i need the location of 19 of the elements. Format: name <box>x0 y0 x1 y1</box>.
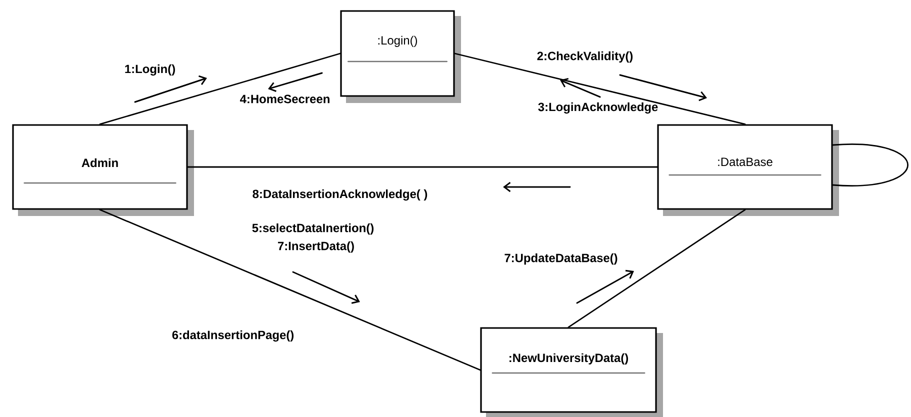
object-box: :DataBase <box>657 124 839 216</box>
message-label: 7:UpdateDataBase() <box>504 253 618 265</box>
message-label: 8:DataInsertionAcknowledge( ) <box>252 189 428 201</box>
message-label: 3:LoginAcknowledge <box>538 102 658 114</box>
link-line <box>187 166 658 168</box>
message-label: 4:HomeSecreen <box>240 94 330 104</box>
object-box: Admin <box>12 124 194 216</box>
link-line <box>99 209 481 371</box>
object-box: :Login() <box>340 10 461 103</box>
message-label: 7:InsertData() <box>278 241 354 253</box>
object-box: :NewUniversityData() <box>480 327 663 417</box>
message-label: 6:dataInsertionPage() <box>172 330 294 342</box>
link-line <box>454 52 746 125</box>
link-line <box>99 52 341 125</box>
message-label: 5:selectDataInertion() <box>252 223 374 235</box>
message-label: 2:CheckValidity() <box>537 51 633 63</box>
link-line <box>568 209 746 328</box>
link-line <box>832 144 908 186</box>
message-label: 1:Login() <box>125 64 175 76</box>
